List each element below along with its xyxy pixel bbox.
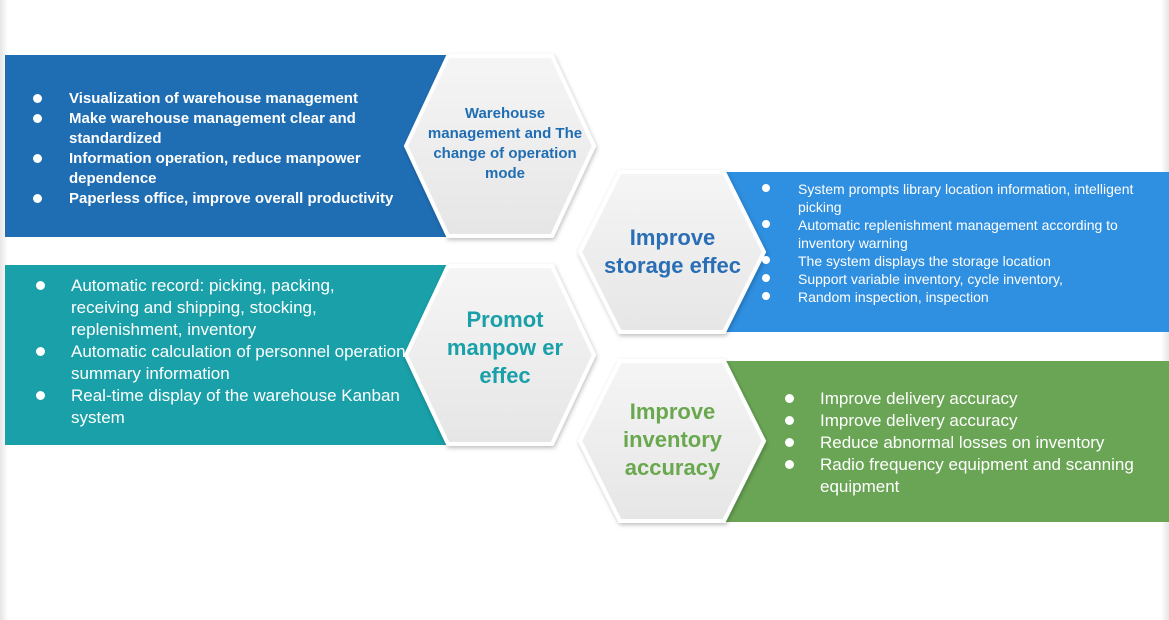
list-item-text: The system displays the storage location [798,253,1051,269]
left-edge-shadow [0,0,8,620]
list-item-text: Real-time display of the warehouse Kanba… [71,386,400,427]
list-item-text: Random inspection, inspection [798,289,989,305]
list-item: Automatic calculation of personnel opera… [36,341,406,385]
bullet-icon [36,347,45,356]
list-item: The system displays the storage location [762,252,1162,270]
hexagon-inventory [577,359,767,523]
panel-manpower [5,265,448,445]
list-item-text: Radio frequency equipment and scanning e… [820,455,1134,496]
panel-inventory [725,361,1169,522]
storage-bullet-list: System prompts library location informat… [762,180,1162,306]
list-item: Make warehouse management clear and stan… [33,109,403,149]
list-item: Support variable inventory, cycle invent… [762,270,1162,288]
bullet-icon [33,114,42,123]
list-item: Improve delivery accuracy [785,410,1165,432]
hexagon-warehouse [403,54,597,238]
manpower-bullet-list: Automatic record: picking, packing, rece… [36,275,406,429]
list-item-text: Visualization of warehouse management [69,90,358,107]
bullet-icon [762,274,770,282]
hexagon-storage [577,170,767,334]
list-item-text: Automatic replenishment management accor… [798,217,1118,251]
panel-warehouse [5,55,448,237]
list-item-text: Automatic calculation of personnel opera… [71,342,406,383]
warehouse-bullet-list: Visualization of warehouse management Ma… [33,89,403,209]
list-item: Random inspection, inspection [762,288,1162,306]
list-item: System prompts library location informat… [762,180,1162,216]
bullet-icon [762,256,770,264]
bullet-icon [762,184,770,192]
list-item-text: Make warehouse management clear and stan… [69,110,356,147]
list-item-text: Paperless office, improve overall produc… [69,190,394,207]
list-item: Automatic replenishment management accor… [762,216,1162,252]
list-item: Visualization of warehouse management [33,89,403,109]
list-item-text: Support variable inventory, cycle invent… [798,271,1063,287]
bullet-icon [785,394,794,403]
hex-label-storage: Improve storage effec [604,225,741,278]
list-item-text: Improve delivery accuracy [820,389,1018,408]
bullet-icon [762,220,770,228]
bullet-icon [785,438,794,447]
list-item-text: System prompts library location informat… [798,181,1134,215]
bullet-icon [785,460,794,469]
bullet-icon [785,416,794,425]
bullet-icon [33,94,42,103]
inventory-bullet-list: Improve delivery accuracy Improve delive… [785,388,1165,498]
bullet-icon [33,154,42,163]
bullet-icon [36,391,45,400]
hex-label-manpower: Promot manpow er effec [446,307,564,388]
list-item: Improve delivery accuracy [785,388,1165,410]
bullet-icon [36,281,45,290]
hexagon-manpower [403,264,597,446]
list-item: Radio frequency equipment and scanning e… [785,454,1165,498]
hex-label-warehouse: Warehouse management and The change of o… [427,105,583,182]
list-item: Information operation, reduce manpower d… [33,149,403,189]
panel-storage [725,172,1169,332]
list-item: Automatic record: picking, packing, rece… [36,275,406,341]
list-item-text: Automatic record: picking, packing, rece… [71,276,335,339]
bullet-icon [762,292,770,300]
list-item-text: Reduce abnormal losses on inventory [820,433,1105,452]
list-item-text: Information operation, reduce manpower d… [69,150,361,187]
list-item: Reduce abnormal losses on inventory [785,432,1165,454]
hex-label-inventory: Improve inventory accuracy [622,399,723,480]
list-item: Real-time display of the warehouse Kanba… [36,385,406,429]
list-item: Paperless office, improve overall produc… [33,189,403,209]
bullet-icon [33,194,42,203]
list-item-text: Improve delivery accuracy [820,411,1018,430]
